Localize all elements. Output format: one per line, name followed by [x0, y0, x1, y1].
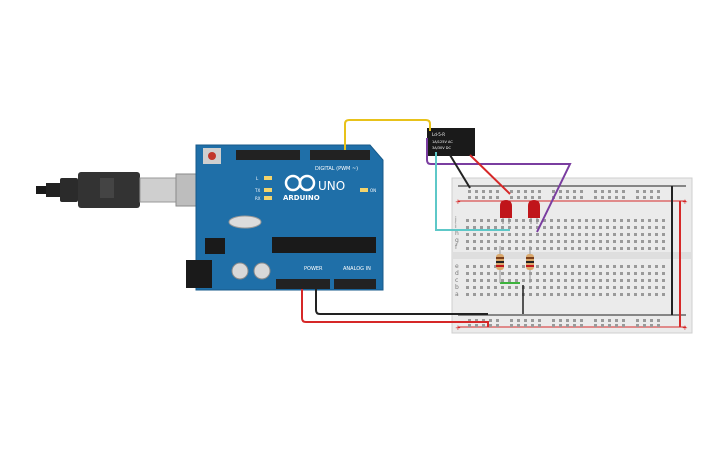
led-rx-label: RX	[255, 196, 261, 201]
resistor-2[interactable]	[526, 246, 534, 283]
relay-ground-wire[interactable]	[449, 154, 471, 189]
gnd-wire[interactable]	[315, 289, 488, 315]
uno-model-text: UNO	[318, 179, 345, 193]
row-label-g: g	[455, 237, 459, 244]
breadboard[interactable]: j i h g f e d c b a + + + +	[451, 177, 693, 334]
yellow-signal-wire[interactable]	[344, 119, 431, 150]
relay-label: Ld-5-R	[432, 132, 445, 137]
row-label-i: i	[455, 223, 457, 230]
crystal-oscillator	[228, 215, 262, 229]
row-label-j: j	[454, 216, 457, 223]
breadboard-divider	[452, 252, 692, 259]
digital-header-right[interactable]	[310, 150, 370, 160]
row-label-b: b	[455, 284, 459, 291]
on-led-label: ON	[370, 188, 376, 193]
bottom-plus-label-right: +	[682, 324, 688, 332]
top-plus-label-right: +	[682, 198, 688, 206]
led-1[interactable]	[500, 200, 512, 224]
atmega-chip	[272, 237, 376, 253]
digital-label: DIGITAL (PWM ~)	[315, 166, 358, 172]
row-label-a: a	[455, 291, 459, 298]
arduino-uno-board[interactable]: ARDUINO UNO DIGITAL (PWM ~) POWER ANALOG…	[186, 144, 384, 291]
5v-power-wire[interactable]	[301, 289, 489, 327]
relay-module[interactable]: Ld-5-R 1A/125V AC 3A/30V DC	[427, 128, 475, 156]
led-2[interactable]	[528, 200, 540, 224]
analog-label: ANALOG IN	[343, 266, 371, 272]
power-header[interactable]	[276, 279, 330, 289]
capacitor-1	[231, 262, 249, 280]
row-label-f: f	[455, 244, 458, 251]
power-label: POWER	[304, 266, 323, 272]
row-label-h: h	[455, 230, 459, 237]
arduino-brand-text: ARDUINO	[283, 194, 320, 202]
led-tx-label: TX	[254, 188, 260, 193]
analog-header[interactable]	[334, 279, 376, 289]
relay-rating-2: 3A/30V DC	[432, 146, 451, 150]
breadboard-holes	[466, 190, 665, 327]
led-l-label: L	[256, 176, 259, 181]
row-label-d: d	[455, 270, 459, 277]
arduino-logo	[284, 174, 316, 192]
purple-wire[interactable]	[426, 138, 572, 233]
digital-header-left[interactable]	[236, 150, 300, 160]
cyan-wire[interactable]	[435, 152, 510, 231]
power-jack[interactable]	[186, 260, 212, 288]
resistor-1[interactable]	[496, 246, 504, 283]
usb-cable[interactable]	[36, 172, 201, 208]
relay-power-wire[interactable]	[469, 154, 511, 195]
voltage-regulator	[205, 238, 225, 254]
relay-rating-1: 1A/125V AC	[432, 140, 453, 144]
row-label-e: e	[455, 263, 459, 270]
capacitor-2	[253, 262, 271, 280]
row-label-c: c	[455, 277, 458, 284]
bottom-plus-label: +	[455, 324, 461, 332]
top-plus-label: +	[455, 198, 461, 206]
